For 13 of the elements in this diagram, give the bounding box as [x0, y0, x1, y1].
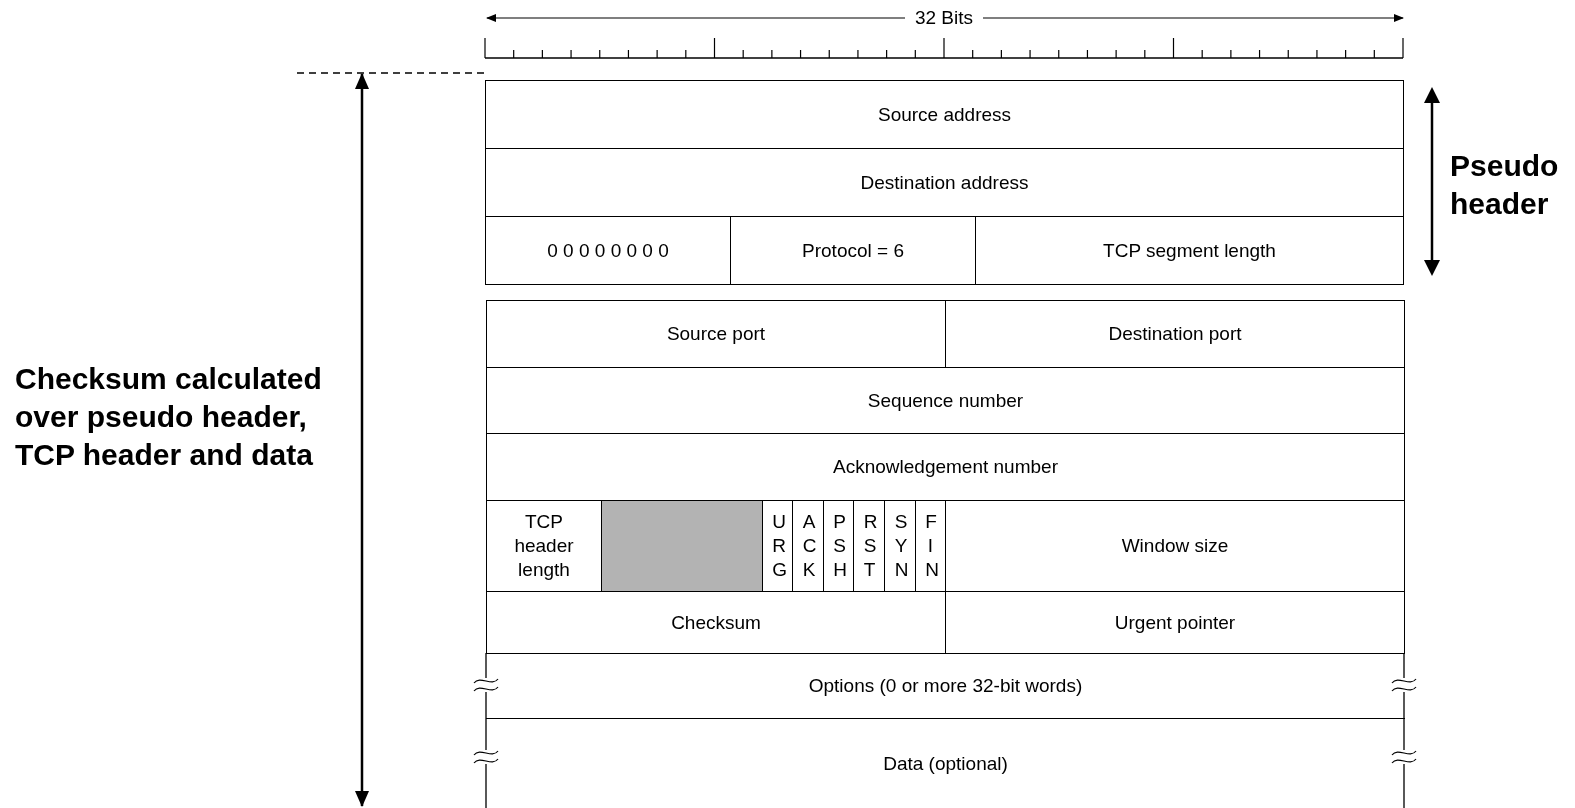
dimension-label: 32 Bits: [913, 6, 975, 30]
field-cell: 0 0 0 0 0 0 0 0: [485, 216, 731, 285]
field-cell: Source port: [486, 300, 946, 368]
field-cell: Options (0 or more 32-bit words): [486, 653, 1405, 719]
side-label: Checksum calculated over pseudo header, TCP header and data: [15, 361, 323, 473]
field-cell: TCP segment length: [975, 216, 1404, 285]
field-cell: Source address: [485, 80, 1404, 149]
field-cell: Data (optional): [486, 718, 1405, 808]
reserved-field: [601, 500, 763, 592]
field-cell: Destination address: [485, 148, 1404, 217]
field-cell: Destination port: [945, 300, 1405, 368]
side-label: Pseudo header: [1450, 148, 1560, 222]
field-cell: Sequence number: [486, 367, 1405, 434]
